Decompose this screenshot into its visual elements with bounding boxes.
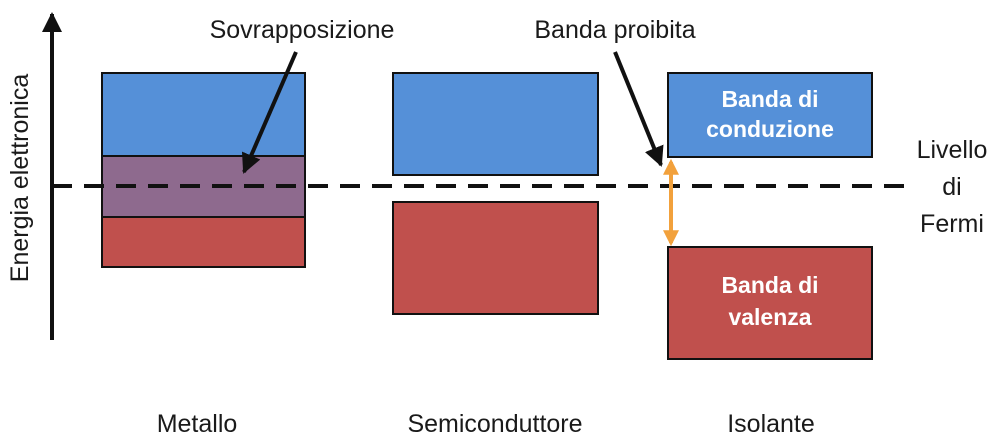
metal-valence-band	[101, 216, 306, 268]
insulator-conduction-band	[667, 72, 873, 158]
semiconductor-label: Semiconduttore	[407, 410, 582, 438]
energy-axis-label: Energia elettronica	[6, 74, 34, 283]
fermi-label-line3: Fermi	[920, 210, 984, 238]
overlap-pointer-arrow	[241, 51, 298, 174]
overlap-annotation: Sovrapposizione	[210, 16, 395, 44]
valence-band-label-line2: valenza	[728, 304, 811, 330]
conduction-band-label-line2: conduzione	[706, 116, 834, 142]
conduction-band-label-line1: Banda di	[721, 86, 818, 112]
insulator-valence-band	[667, 246, 873, 360]
insulator-label: Isolante	[727, 410, 815, 438]
metal-label: Metallo	[157, 410, 238, 438]
valence-band-label-line1: Banda di	[721, 272, 818, 298]
fermi-label-line1: Livello	[917, 136, 988, 164]
band-gap-annotation: Banda proibita	[534, 16, 695, 44]
semiconductor-conduction-band	[392, 72, 599, 176]
metal-conduction-band	[101, 72, 306, 159]
band-gap-pointer-arrow	[613, 51, 664, 167]
semiconductor-valence-band	[392, 201, 599, 315]
fermi-label-line2: di	[942, 173, 961, 201]
